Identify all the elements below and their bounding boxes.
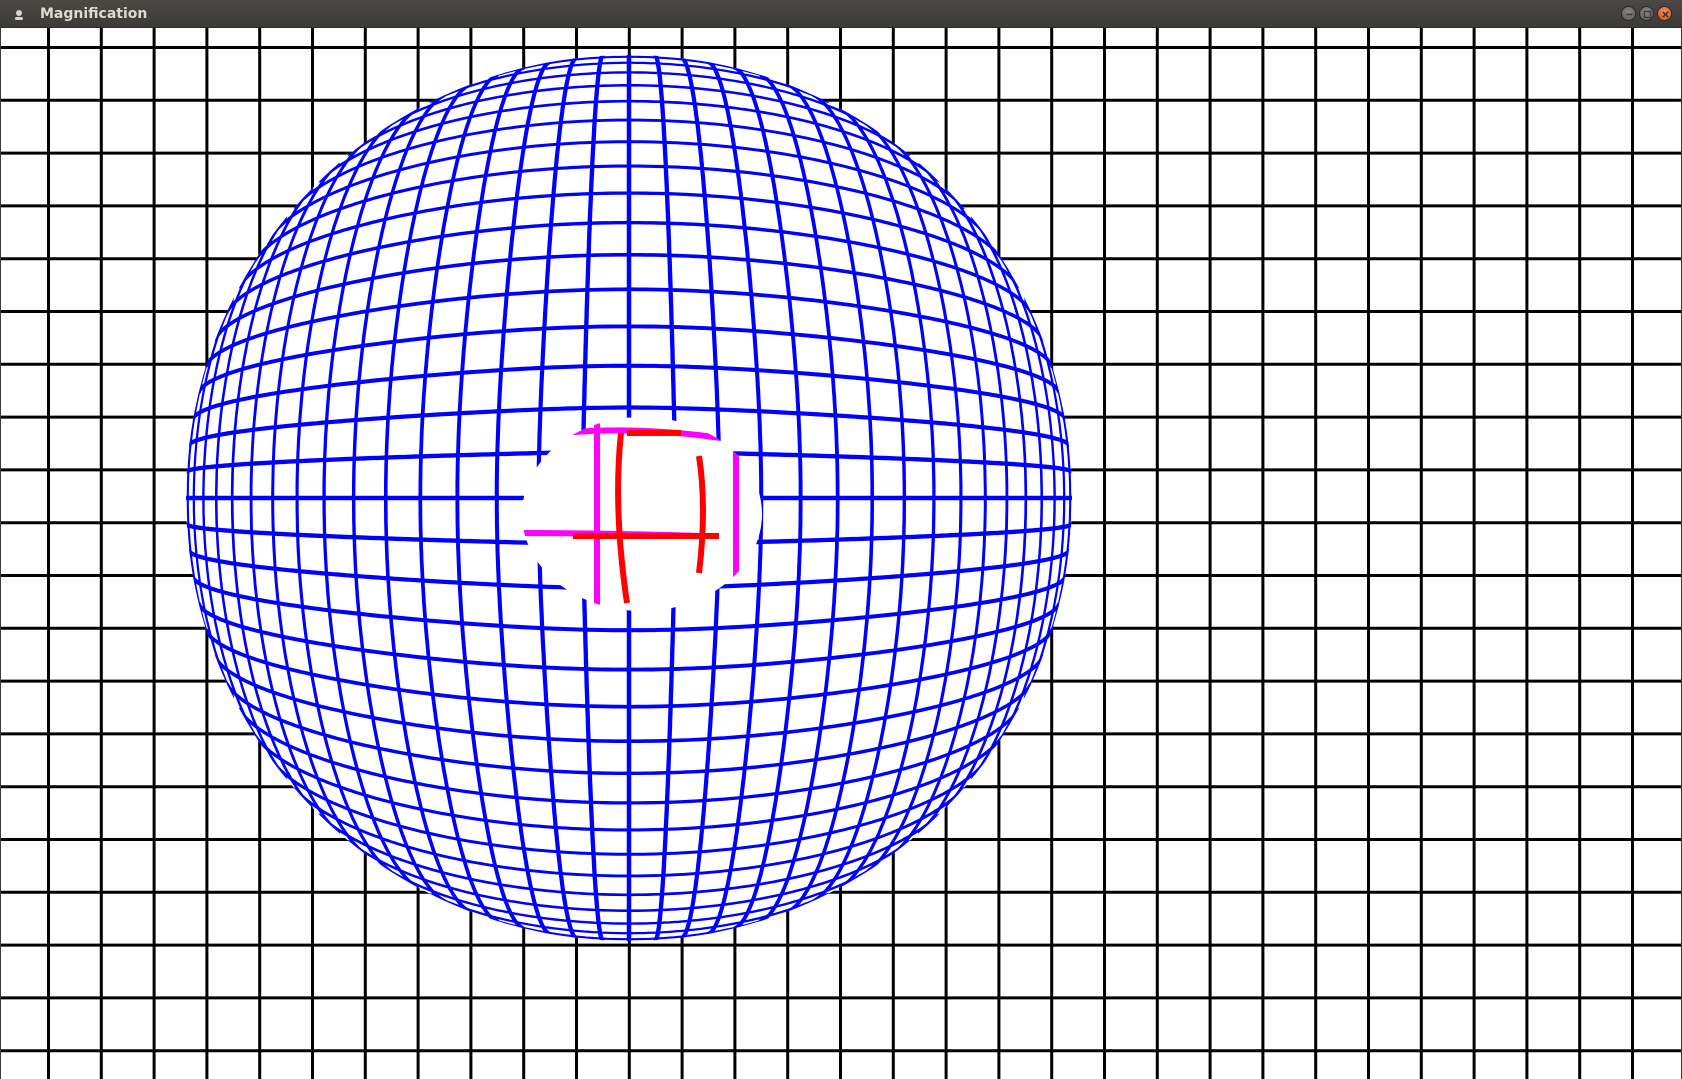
lens-grid-line-vertical: [917, 55, 1009, 941]
maximize-icon: [1643, 10, 1652, 19]
grid-drawing: [1, 28, 1681, 1079]
minimize-button[interactable]: [1621, 6, 1636, 21]
lens-grid-line-horizontal: [186, 760, 1072, 856]
window-titlebar[interactable]: Magnification: [0, 0, 1682, 28]
lens-grid-line-vertical: [812, 55, 907, 941]
lens-grid-line-horizontal: [186, 681, 1072, 776]
lens-grid-line-vertical: [865, 55, 963, 941]
maximize-button[interactable]: [1639, 6, 1654, 21]
lens-grid-line-horizontal: [186, 575, 1072, 633]
inner-magnifier-lens: [522, 417, 762, 611]
inner-lens-disc: [522, 417, 762, 611]
lens-grid-line-vertical: [759, 55, 840, 941]
minimize-icon: [1626, 13, 1633, 16]
window-controls: [1621, 6, 1672, 22]
lens-grid-line-horizontal: [186, 628, 1072, 709]
close-icon: [1662, 11, 1669, 18]
magnification-canvas[interactable]: [1, 28, 1681, 1079]
lens-grid-line-horizontal: [186, 813, 1072, 897]
lens-grid-line-vertical: [706, 55, 764, 941]
lens-grid-line-horizontal: [186, 786, 1072, 878]
lens-grid-line-vertical: [838, 55, 936, 941]
lens-grid-line-horizontal: [186, 734, 1072, 832]
lens-grid-line-horizontal: [186, 601, 1072, 672]
lens-grid-line-horizontal: [186, 707, 1072, 805]
inner-lens-line-red: [615, 432, 630, 604]
lens-grid-line-vertical: [785, 55, 874, 941]
close-button[interactable]: [1657, 6, 1672, 21]
lens-grid-line-vertical: [891, 55, 987, 941]
inner-lens-line-red: [696, 455, 706, 574]
lens-grid-line-vertical: [944, 55, 1028, 941]
window-title: Magnification: [40, 6, 148, 22]
lens-grid-line-horizontal: [186, 654, 1072, 743]
lens-grid-line-vertical: [732, 55, 803, 941]
app-icon: [12, 7, 26, 21]
